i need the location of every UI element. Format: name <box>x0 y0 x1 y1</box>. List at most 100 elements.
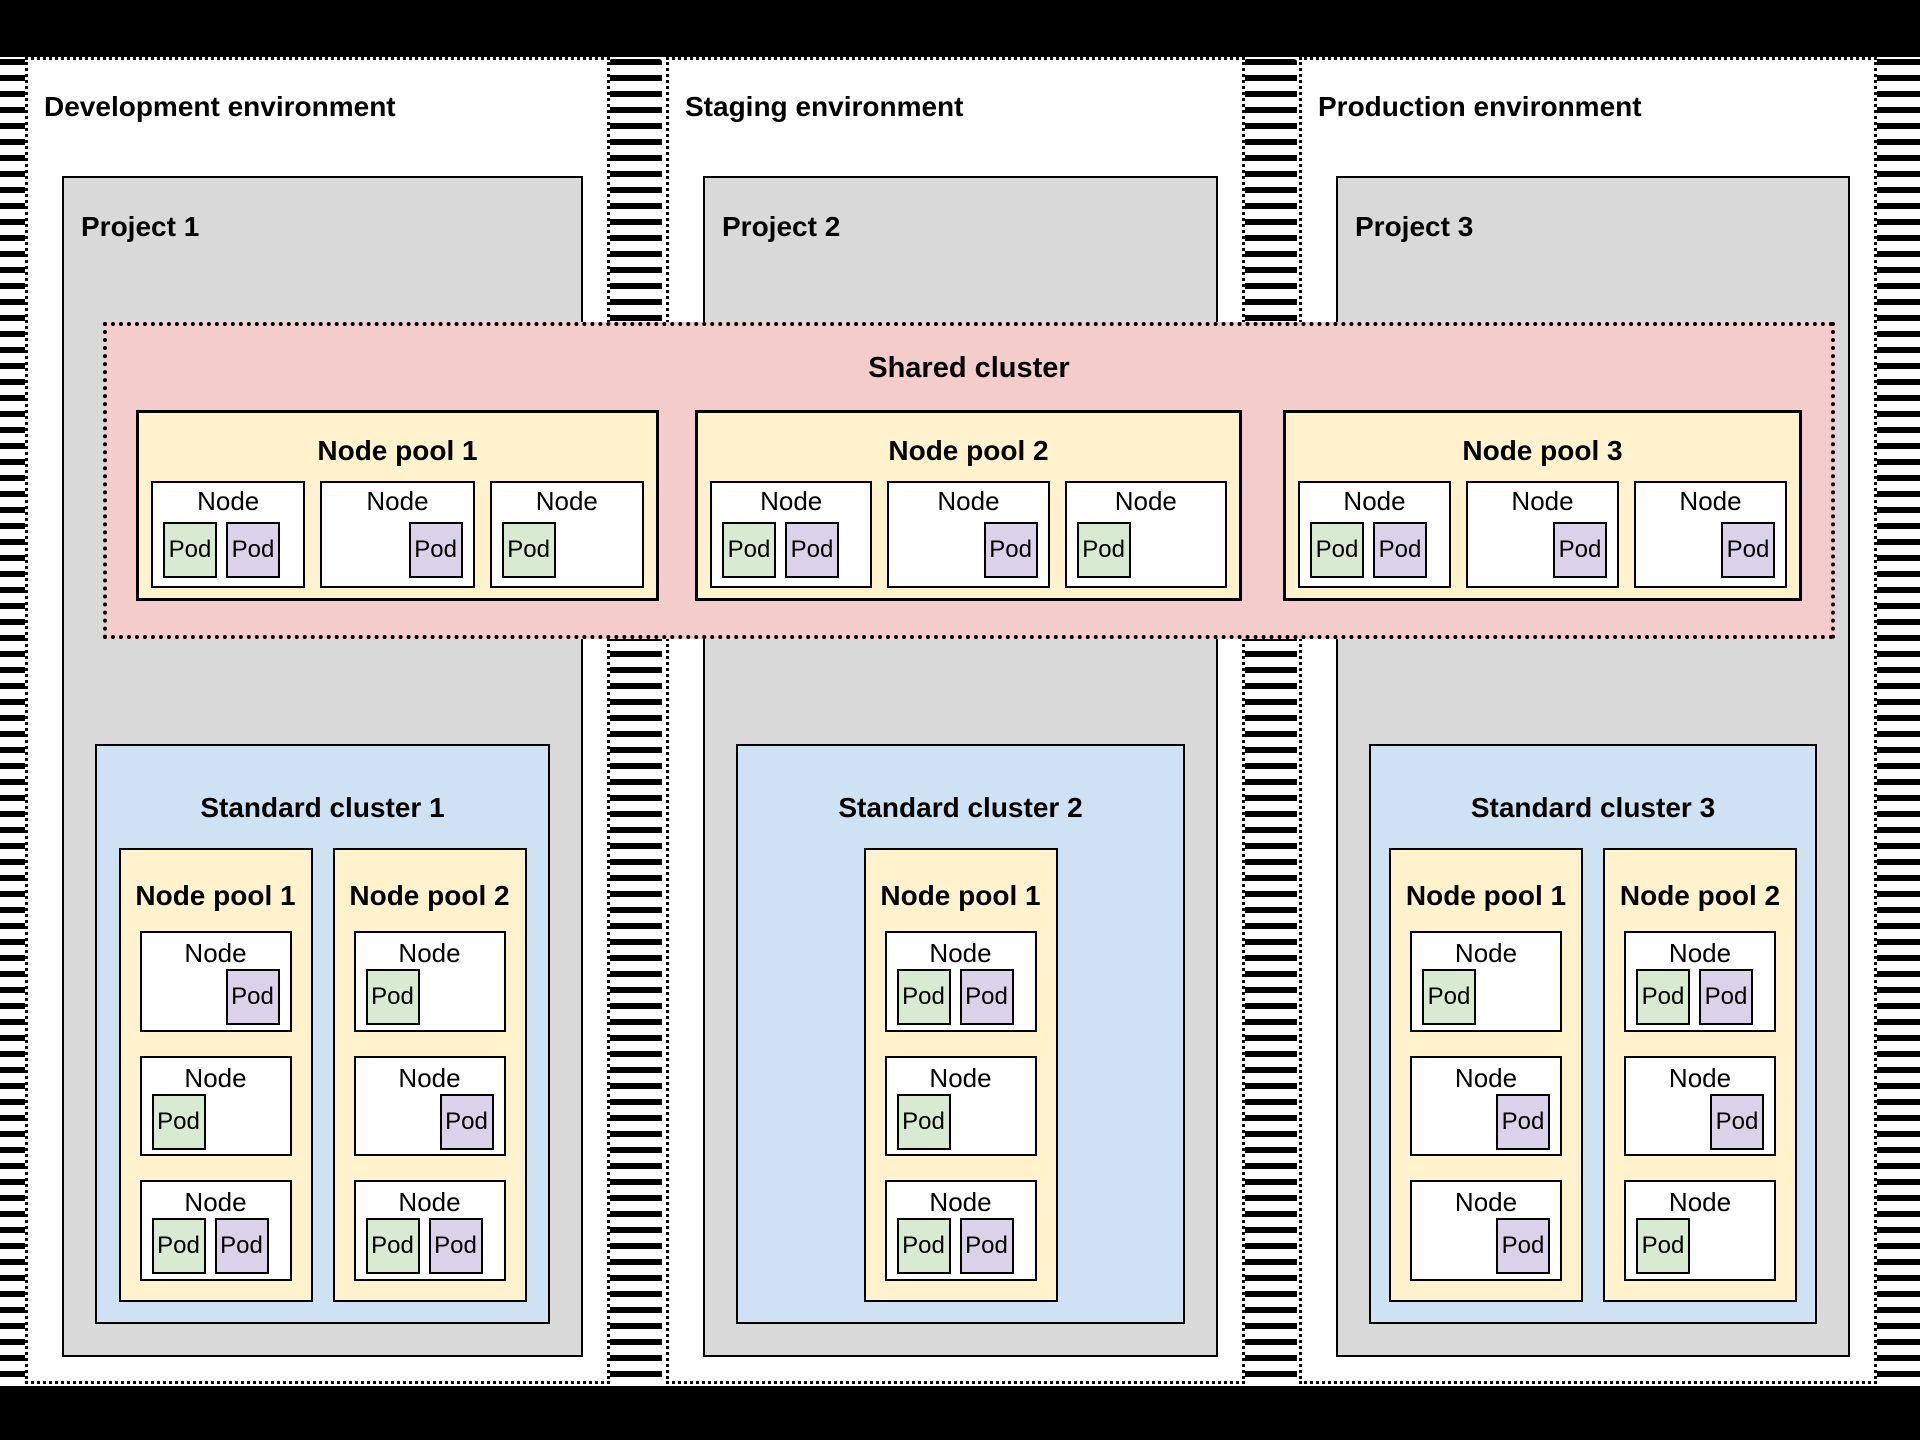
node-label: Node <box>1679 486 1742 516</box>
node-label: Node <box>197 486 260 516</box>
pod-green: Pod <box>501 522 556 578</box>
bottom-black-bar <box>0 1386 1920 1440</box>
pod-purple: Pod <box>428 1218 483 1275</box>
environment-box-development: Development environment Project 1 Standa… <box>25 57 610 1384</box>
pod-green: Pod <box>163 522 217 578</box>
node-pool-label: Node pool 1 <box>1405 880 1567 911</box>
project-label: Project 3 <box>1355 211 1474 242</box>
pods-row: Pod <box>1412 1218 1560 1282</box>
hatch-bar-separator-2 <box>1242 57 1301 1386</box>
environment-title: Staging environment <box>685 91 964 122</box>
pod-purple: Pod <box>983 522 1038 578</box>
pods-row: Pod <box>1412 1093 1560 1158</box>
environment-title: Production environment <box>1318 91 1642 122</box>
pods-row: Pod <box>1067 522 1225 586</box>
pod-green: Pod <box>1636 1218 1690 1275</box>
node-label: Node <box>1454 1062 1518 1093</box>
pods-row: Pod <box>356 969 504 1033</box>
node-label: Node <box>398 1062 461 1093</box>
node-label: Node <box>184 938 247 968</box>
project-label: Project 2 <box>722 211 841 242</box>
node-pool-label: Node pool 2 <box>888 435 1049 466</box>
pod-purple: Pod <box>226 522 280 578</box>
pod-green: Pod <box>1076 522 1131 578</box>
pods-row: Pod <box>142 1093 290 1158</box>
pods-row: Pod <box>142 969 290 1033</box>
pod-purple: Pod <box>225 969 280 1025</box>
environment-box-staging: Staging environment Project 2 Standard c… <box>666 57 1245 1384</box>
pod-green: Pod <box>365 969 420 1025</box>
node-label: Node <box>1454 938 1518 968</box>
pod-green: Pod <box>896 1093 951 1150</box>
pod-green: Pod <box>151 1218 206 1275</box>
pods-row: Pod <box>322 522 472 586</box>
hatch-stripes <box>1876 59 1920 1386</box>
pods-row: Pod <box>889 522 1047 586</box>
node-label: Node <box>398 938 461 968</box>
pod-purple: Pod <box>1699 969 1753 1025</box>
environment-box-production: Production environment Project 3 Standar… <box>1299 57 1877 1384</box>
node-label: Node <box>366 486 429 516</box>
pod-purple: Pod <box>1553 522 1607 578</box>
node-label: Node <box>1454 1187 1518 1218</box>
hatch-stripes <box>1244 59 1297 1386</box>
pods-row: Pod <box>1636 522 1785 586</box>
node-label: Node <box>937 486 1000 516</box>
pod-green: Pod <box>151 1093 206 1150</box>
pod-purple: Pod <box>439 1093 494 1150</box>
environment-title: Development environment <box>44 91 396 122</box>
node-label: Node <box>1668 1062 1732 1093</box>
node-label: Node <box>929 1062 992 1093</box>
node-label: Node <box>1114 486 1177 516</box>
pods-row: Pod <box>1626 1218 1774 1282</box>
hatch-bar-right <box>1876 57 1920 1386</box>
project-label: Project 1 <box>81 211 200 242</box>
pod-purple: Pod <box>959 969 1014 1025</box>
pod-green: Pod <box>1636 969 1690 1025</box>
node-label: Node <box>1668 1187 1732 1218</box>
pod-green: Pod <box>1422 969 1476 1025</box>
node-label: Node <box>760 486 823 516</box>
pod-purple: Pod <box>408 522 463 578</box>
node-label: Node <box>535 486 598 516</box>
node-label: Node <box>1343 486 1406 516</box>
node-label: Node <box>184 1062 247 1093</box>
pod-purple: Pod <box>1373 522 1427 578</box>
